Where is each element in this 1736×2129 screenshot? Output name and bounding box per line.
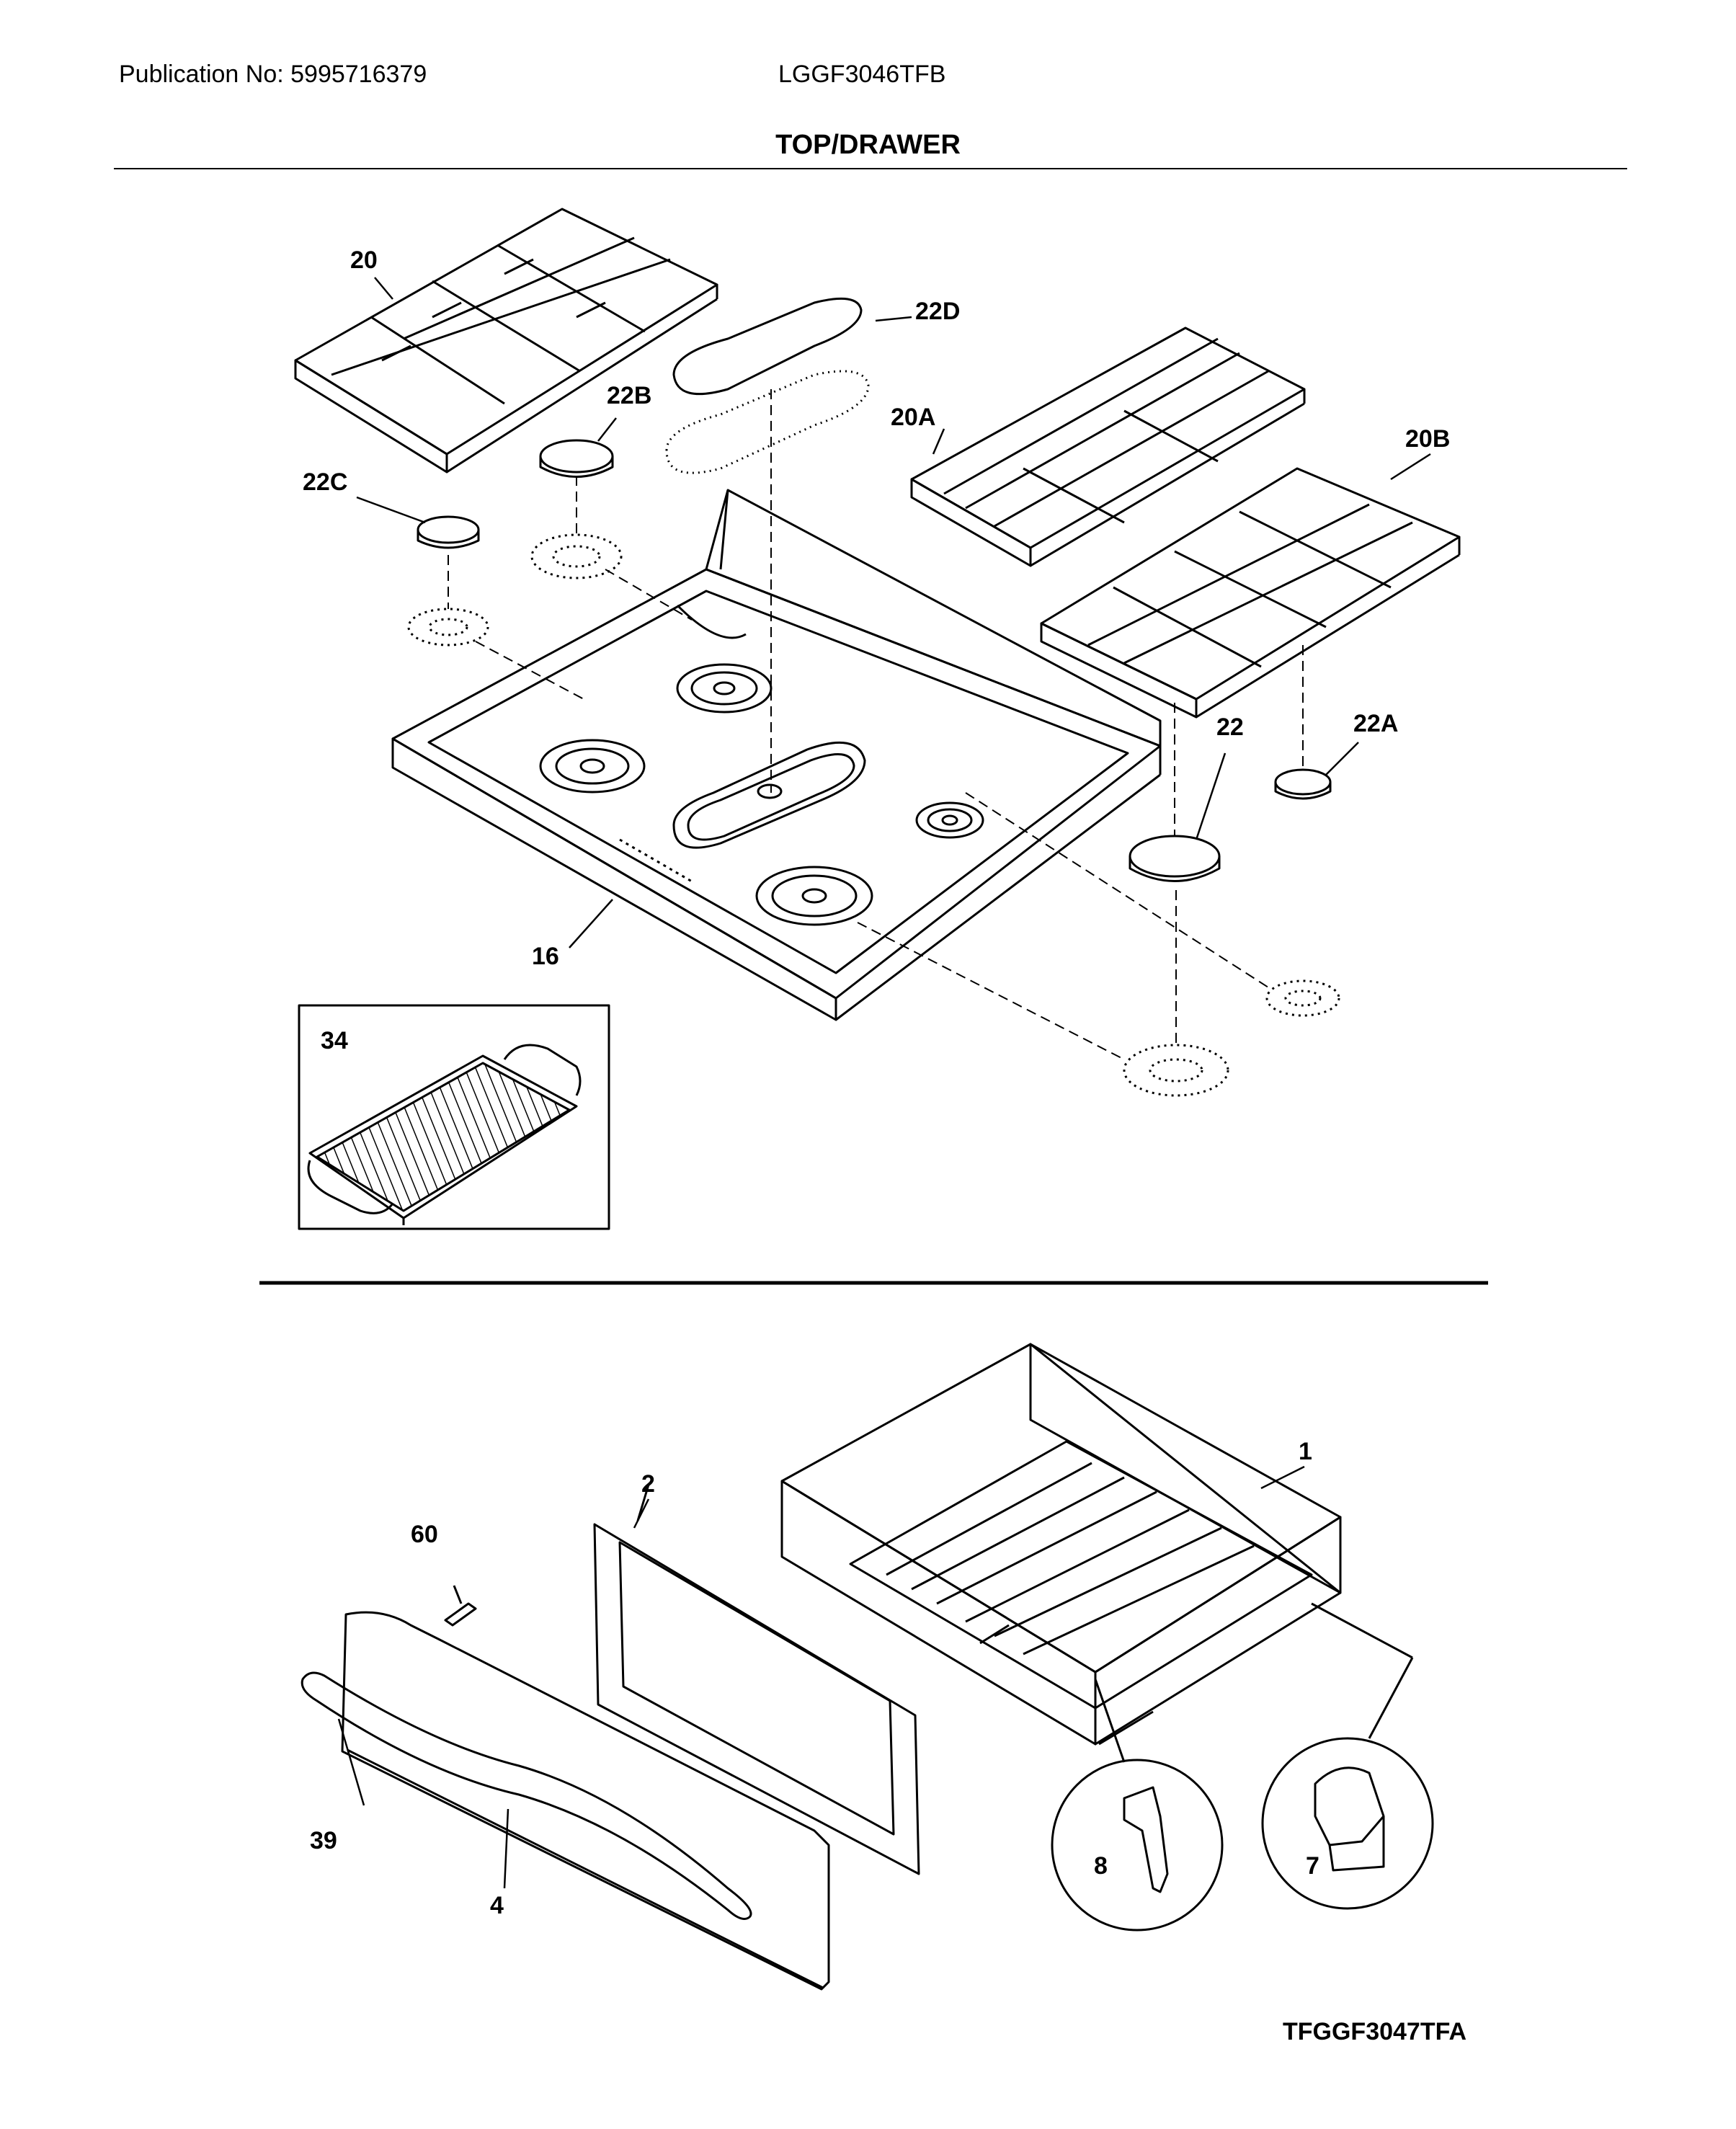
burner-cap-22 <box>857 703 1229 1097</box>
diagram-code: TFGGF3047TFA <box>1283 2018 1467 2045</box>
header-rule <box>114 168 1627 169</box>
callout-7: 7 <box>1306 1852 1319 1880</box>
slide-clip-8 <box>1051 1679 1224 1932</box>
bracket-7 <box>1261 1602 1434 1910</box>
callout-22D: 22D <box>915 298 960 325</box>
griddle-34 <box>298 1004 610 1230</box>
callout-60: 60 <box>411 1521 438 1548</box>
callout-34: 34 <box>321 1027 348 1054</box>
grate-20B <box>1040 467 1461 719</box>
callout-2: 2 <box>641 1470 655 1498</box>
griddle-well-center <box>672 741 866 849</box>
burner-well-left-rear <box>676 663 773 714</box>
leader-lines <box>337 277 1431 1889</box>
burner-cap-22A <box>965 645 1340 1017</box>
publication-number: Publication No: 5995716379 <box>119 61 427 88</box>
callout-22A: 22A <box>1353 710 1398 737</box>
callout-4: 4 <box>490 1892 504 1919</box>
drawer-1 <box>780 1343 1342 1746</box>
callout-22C: 22C <box>303 468 347 496</box>
handle-39 <box>301 1671 752 1920</box>
drawer-panel-2 <box>593 1484 920 1875</box>
burner-well-right-front <box>755 866 873 926</box>
burner-well-left-front <box>539 739 646 794</box>
drawer-front-4 <box>341 1611 830 1991</box>
callout-22: 22 <box>1216 714 1244 741</box>
model-number: LGGF3046TFB <box>778 61 946 88</box>
callout-1: 1 <box>1299 1438 1312 1465</box>
callout-16: 16 <box>532 943 559 970</box>
screw-60 <box>444 1585 477 1627</box>
callout-20B: 20B <box>1405 425 1450 453</box>
cooktop-16 <box>391 489 1162 1021</box>
callout-20A: 20A <box>891 404 935 431</box>
burner-well-right-rear <box>915 801 984 839</box>
burner-cap-22C <box>407 515 584 700</box>
section-title: TOP/DRAWER <box>775 130 961 160</box>
callout-8: 8 <box>1094 1852 1108 1880</box>
callout-22B: 22B <box>607 382 651 409</box>
grate-20A <box>910 326 1306 567</box>
grate-20 <box>294 208 718 474</box>
callout-39: 39 <box>310 1827 337 1854</box>
griddle-cap-22D <box>665 297 870 793</box>
burner-cap-22B <box>530 439 693 621</box>
callout-20: 20 <box>350 246 378 274</box>
